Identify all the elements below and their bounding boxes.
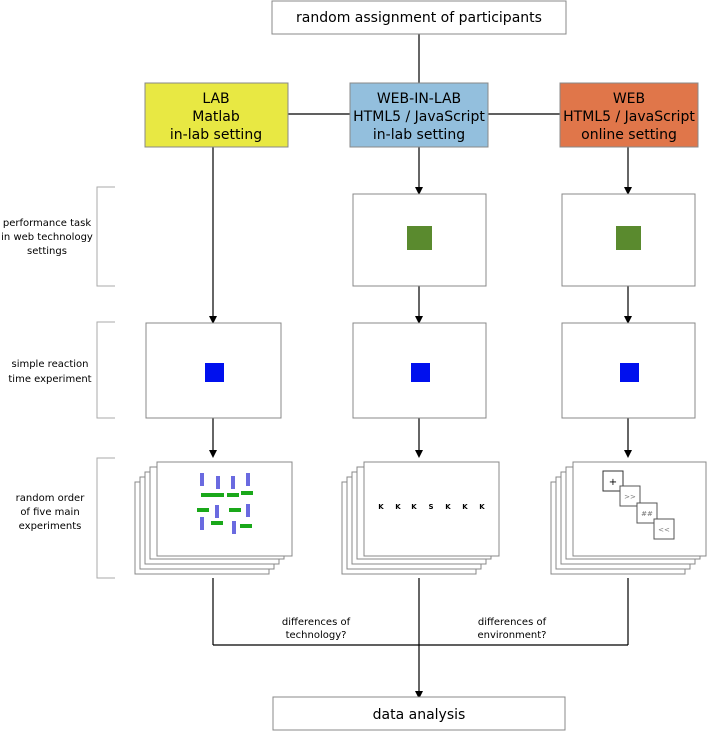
flanker-letter: K <box>411 503 417 511</box>
main-stack-web-in-lab: K K K S K K K <box>341 461 500 575</box>
bracket-reaction <box>96 321 115 419</box>
comparison-environment: differences of environment? <box>478 617 547 641</box>
line-orientation-stimulus <box>197 473 253 534</box>
connectors <box>209 33 632 699</box>
condition-web-setting: online setting <box>581 127 677 143</box>
row-label-reaction: simple reaction time experiment <box>8 359 91 385</box>
lab-stack-front <box>156 461 293 557</box>
flanker-letter: K <box>479 503 485 511</box>
flanker-stimulus: K K K S K K K <box>378 503 485 511</box>
reaction-screen-web <box>561 322 696 419</box>
task-switch-stimulus: + >> ## << <box>602 470 675 540</box>
green-square <box>407 226 432 250</box>
random-assignment-box: random assignment of participants <box>271 0 567 35</box>
arrowhead <box>415 450 423 458</box>
comparison-environment-line1: differences of <box>478 617 547 628</box>
condition-web-in-lab-name: WEB-IN-LAB <box>377 91 461 107</box>
condition-lab-tech: Matlab <box>192 109 240 125</box>
row-label-reaction-line1: simple reaction <box>11 359 88 370</box>
arrowhead <box>415 691 423 699</box>
bracket-performance <box>96 186 115 287</box>
row-label-reaction-line2: time experiment <box>8 374 91 385</box>
comparison-technology-line2: technology? <box>286 630 347 641</box>
arrowhead <box>624 450 632 458</box>
comparison-environment-line2: environment? <box>478 630 547 641</box>
row-label-main-line3: experiments <box>19 521 82 532</box>
flanker-letter: K <box>395 503 401 511</box>
flanker-letter: K <box>445 503 451 511</box>
row-label-performance-line2: in web technology <box>1 232 93 243</box>
symbol-plus: + <box>609 477 617 488</box>
flanker-letter: K <box>378 503 384 511</box>
main-stack-web: + >> ## << <box>550 461 707 575</box>
condition-web: WEB HTML5 / JavaScript online setting <box>559 82 699 148</box>
row-brackets <box>96 186 115 579</box>
reaction-screen-web-in-lab <box>352 322 487 419</box>
blue-square <box>411 363 430 382</box>
symbol-left: << <box>658 526 670 534</box>
row-label-performance-line3: settings <box>27 246 67 257</box>
arrowhead <box>624 187 632 195</box>
data-analysis-box: data analysis <box>272 696 566 731</box>
row-label-performance: performance task in web technology setti… <box>1 218 93 257</box>
performance-screen-web <box>561 193 696 287</box>
comparison-technology: differences of technology? <box>282 617 351 641</box>
condition-web-name: WEB <box>613 91 645 107</box>
condition-web-in-lab-tech: HTML5 / JavaScript <box>353 109 485 125</box>
condition-lab-box <box>144 82 289 148</box>
symbol-hash: ## <box>641 510 653 518</box>
bracket-main <box>96 457 115 579</box>
condition-web-box <box>559 82 699 148</box>
condition-web-in-lab-box <box>349 82 489 148</box>
arrowhead <box>415 316 423 324</box>
green-square <box>616 226 641 250</box>
condition-lab-name: LAB <box>202 91 229 107</box>
performance-screen-web-in-lab <box>352 193 487 287</box>
blue-square <box>620 363 639 382</box>
arrowhead <box>624 316 632 324</box>
flanker-letter: S <box>428 503 433 511</box>
random-assignment-label: random assignment of participants <box>296 10 542 26</box>
row-label-main: random order of five main experiments <box>16 493 86 532</box>
row-label-main-line2: of five main <box>20 507 79 518</box>
condition-web-in-lab: WEB-IN-LAB HTML5 / JavaScript in-lab set… <box>349 82 489 148</box>
row-label-performance-line1: performance task <box>3 218 91 229</box>
condition-web-in-lab-setting: in-lab setting <box>373 127 465 143</box>
arrowhead <box>209 316 217 324</box>
comparison-technology-line1: differences of <box>282 617 351 628</box>
flanker-letter: K <box>462 503 468 511</box>
main-stack-lab <box>134 461 293 575</box>
condition-lab-setting: in-lab setting <box>170 127 262 143</box>
data-analysis-label: data analysis <box>373 707 466 723</box>
web-in-lab-stack-front <box>363 461 500 557</box>
symbol-right: >> <box>624 493 636 501</box>
condition-web-tech: HTML5 / JavaScript <box>563 109 695 125</box>
condition-lab: LAB Matlab in-lab setting <box>144 82 289 148</box>
arrowhead <box>209 450 217 458</box>
arrowhead <box>415 187 423 195</box>
blue-square <box>205 363 224 382</box>
reaction-screen-lab <box>145 322 282 419</box>
row-label-main-line1: random order <box>16 493 86 504</box>
